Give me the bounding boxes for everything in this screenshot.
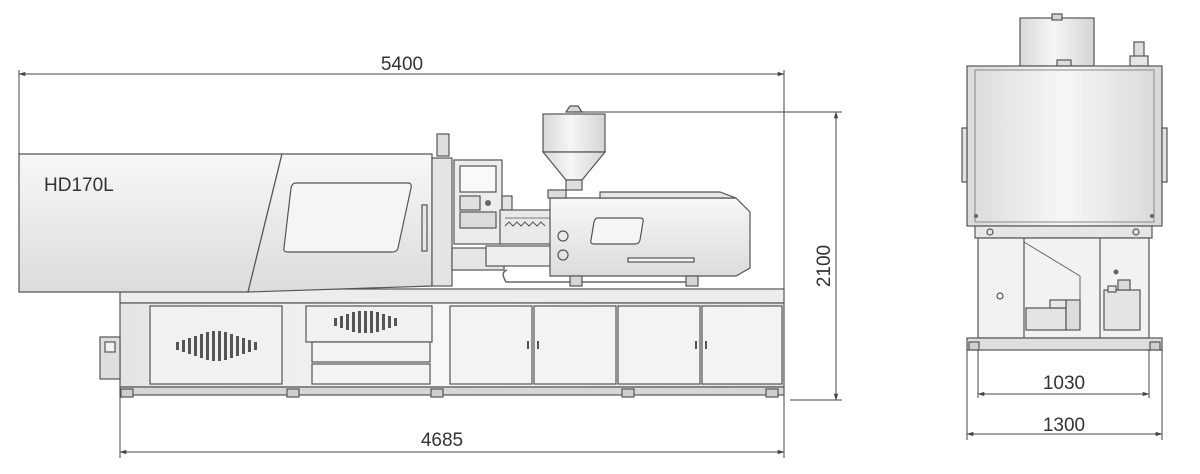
overall-length-label: 5400 — [381, 54, 423, 75]
overall-width-label: 1300 — [1043, 415, 1085, 436]
vent-grille-left — [176, 331, 257, 361]
control-panel — [453, 159, 513, 245]
vent-grille-right — [334, 311, 397, 333]
base-width-label: 1030 — [1043, 373, 1085, 394]
height-label: 2100 — [814, 245, 835, 287]
front-view: HD170L — [18, 105, 785, 398]
injection-unit — [451, 189, 751, 287]
front-dimensions: 5400 4685 2100 — [18, 54, 842, 458]
base-length-label: 4685 — [421, 430, 463, 451]
side-dimensions: 1030 1300 — [966, 350, 1163, 440]
side-view — [961, 13, 1168, 351]
model-label: HD170L — [44, 175, 114, 196]
clamping-unit-guard: HD170L — [18, 133, 453, 293]
hopper — [541, 105, 607, 191]
machine-base — [99, 288, 785, 398]
